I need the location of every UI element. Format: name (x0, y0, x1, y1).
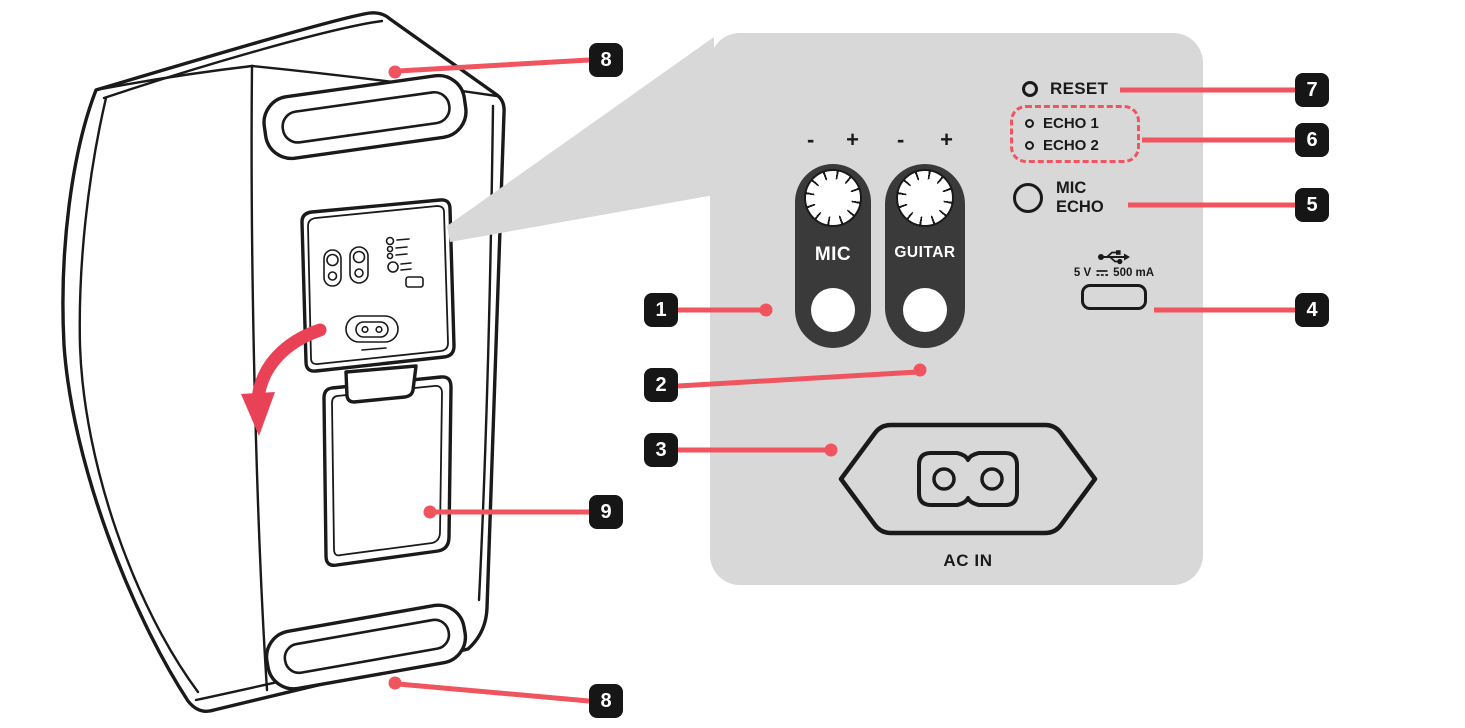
guitar-label: GUITAR (894, 244, 956, 261)
open-cover-door (322, 375, 453, 567)
mic-minus-label: - (807, 127, 815, 152)
guitar-plus-label: + (940, 127, 953, 152)
callout-5: 5 (1295, 188, 1329, 222)
callout-6: 6 (1295, 123, 1329, 157)
echo2-label: ECHO 2 (1043, 136, 1099, 154)
usb-rating: 5 V 500 mA (1074, 267, 1154, 279)
echo1-row: ECHO 1 (1025, 115, 1137, 132)
guitar-volume-knob (896, 169, 954, 227)
usb-icon (1098, 250, 1130, 265)
callout-4: 4 (1295, 293, 1329, 327)
zoom-cone (447, 37, 714, 242)
mic-level-markers: - + (795, 128, 871, 152)
callout-1: 1 (644, 293, 678, 327)
mic-echo-label-line2: ECHO (1056, 198, 1104, 216)
echo1-label: ECHO 1 (1043, 114, 1099, 132)
mic-echo-section: MIC ECHO (1013, 179, 1104, 217)
callout-8-top: 8 (589, 43, 623, 77)
usb-current-label: 500 mA (1113, 267, 1155, 279)
mic-echo-label-line1: MIC (1056, 179, 1087, 197)
mic-jack (811, 288, 855, 332)
callout-7: 7 (1295, 73, 1329, 107)
flip-open-arrow-icon (241, 323, 327, 436)
echo2-row: ECHO 2 (1025, 137, 1137, 154)
speaker-connection-panel (300, 198, 456, 373)
mini-panel-controls (323, 236, 424, 351)
mic-plus-label: + (846, 127, 859, 152)
guitar-minus-label: - (897, 127, 905, 152)
speaker-body (61, 11, 506, 714)
guitar-section: GUITAR (885, 164, 965, 348)
guitar-jack (903, 288, 947, 332)
reset-button-icon (1022, 81, 1038, 97)
guitar-level-markers: - + (885, 128, 965, 152)
rear-panel-zoom: - + - + MIC GUITAR RESET E (710, 33, 1203, 585)
mic-volume-knob (804, 169, 862, 227)
mic-section: MIC (795, 164, 871, 348)
cover-hinge (344, 364, 418, 404)
mic-label: MIC (814, 244, 852, 265)
ac-in-label: AC IN (943, 551, 993, 570)
echo2-led-icon (1025, 140, 1034, 150)
reset-section: RESET (1022, 79, 1108, 99)
top-handle-slot (262, 73, 468, 161)
echo-indicators-group: ECHO 1 ECHO 2 (1010, 105, 1140, 163)
mic-echo-button-icon (1013, 183, 1043, 213)
dc-symbol-icon (1096, 270, 1109, 276)
callout-9: 9 (589, 495, 623, 529)
usb-port (1081, 284, 1147, 310)
callout-3: 3 (644, 433, 678, 467)
speaker-illustration (61, 11, 506, 714)
reset-label: RESET (1050, 79, 1109, 98)
usb-volts-label: 5 V (1073, 267, 1092, 279)
usb-section: 5 V 500 mA (1062, 249, 1166, 310)
echo1-led-icon (1025, 118, 1034, 128)
ac-in-connector (838, 422, 1098, 536)
bottom-handle-slot (264, 603, 468, 691)
callout-2: 2 (644, 368, 678, 402)
mic-echo-label: MIC ECHO (1056, 179, 1104, 217)
callout-8-bottom: 8 (589, 684, 623, 718)
